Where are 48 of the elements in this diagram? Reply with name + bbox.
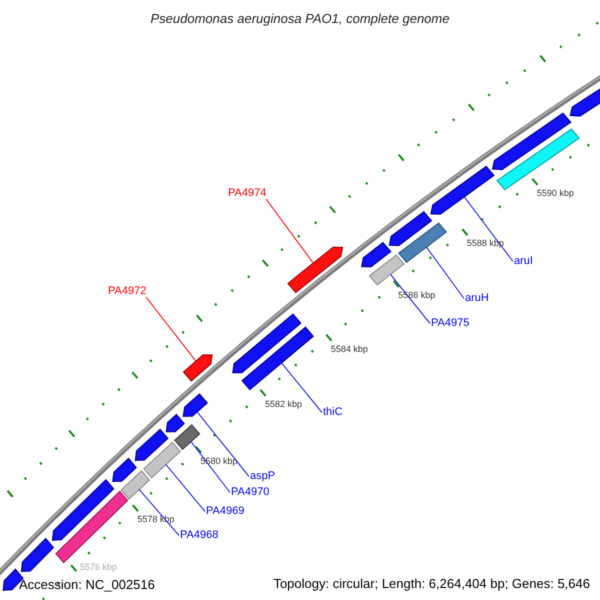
gene-bar — [143, 442, 181, 479]
kbp-label: 5590 kbp — [536, 188, 574, 199]
leader-line — [464, 196, 514, 262]
gene-label: PA4975 — [431, 317, 470, 330]
gene-label: aspP — [250, 470, 276, 483]
gene-label: aruH — [465, 292, 489, 305]
kbp-label: 5582 kbp — [265, 398, 302, 410]
gene-bar — [120, 470, 150, 500]
leader-line — [196, 411, 250, 477]
leader-line — [426, 246, 464, 299]
gene-block — [492, 112, 572, 170]
gene-label: PA4969 — [206, 505, 244, 518]
gene-block — [134, 428, 169, 461]
gene-label: PA4970 — [231, 486, 270, 499]
gene-block — [182, 393, 208, 417]
leader-line — [280, 362, 322, 413]
gene-label: PA4972 — [108, 285, 146, 298]
kbp-label: 5584 kbp — [330, 344, 368, 355]
gene-bar — [55, 490, 128, 564]
gene-bar — [496, 128, 580, 190]
accession-text: Accession: NC_002516 — [19, 576, 155, 594]
gene-block — [112, 458, 137, 482]
gene-bar — [174, 424, 200, 450]
gene-label: PA4974 — [228, 187, 266, 200]
gene-label: aruI — [514, 255, 533, 268]
title: Pseudomonas aeruginosa PAO1, complete genome — [150, 10, 450, 28]
gene-block — [182, 354, 213, 382]
gene-bar — [241, 326, 314, 390]
gene-block — [232, 313, 302, 374]
gene-block — [430, 166, 495, 215]
gene-block — [287, 246, 344, 294]
gene-label: PA4968 — [180, 529, 218, 542]
gene-label: thiC — [323, 406, 343, 419]
gene-bar — [398, 222, 448, 263]
gene-block — [20, 538, 54, 572]
leader-line — [138, 488, 180, 536]
kbp-label: 5576 kbp — [80, 562, 118, 573]
leader-line — [190, 441, 230, 493]
leader-line — [390, 274, 430, 324]
leader-line — [266, 198, 314, 264]
genome-info-text: Topology: circular; Length: 6,264,404 bp; Genes: 5,646 — [273, 575, 590, 593]
gene-bar — [368, 254, 405, 286]
leader-line — [146, 296, 196, 362]
gene-block — [361, 242, 392, 268]
gene-block — [388, 211, 432, 246]
gene-block — [52, 478, 114, 541]
leader-line — [165, 464, 206, 512]
gene-block — [166, 414, 185, 432]
